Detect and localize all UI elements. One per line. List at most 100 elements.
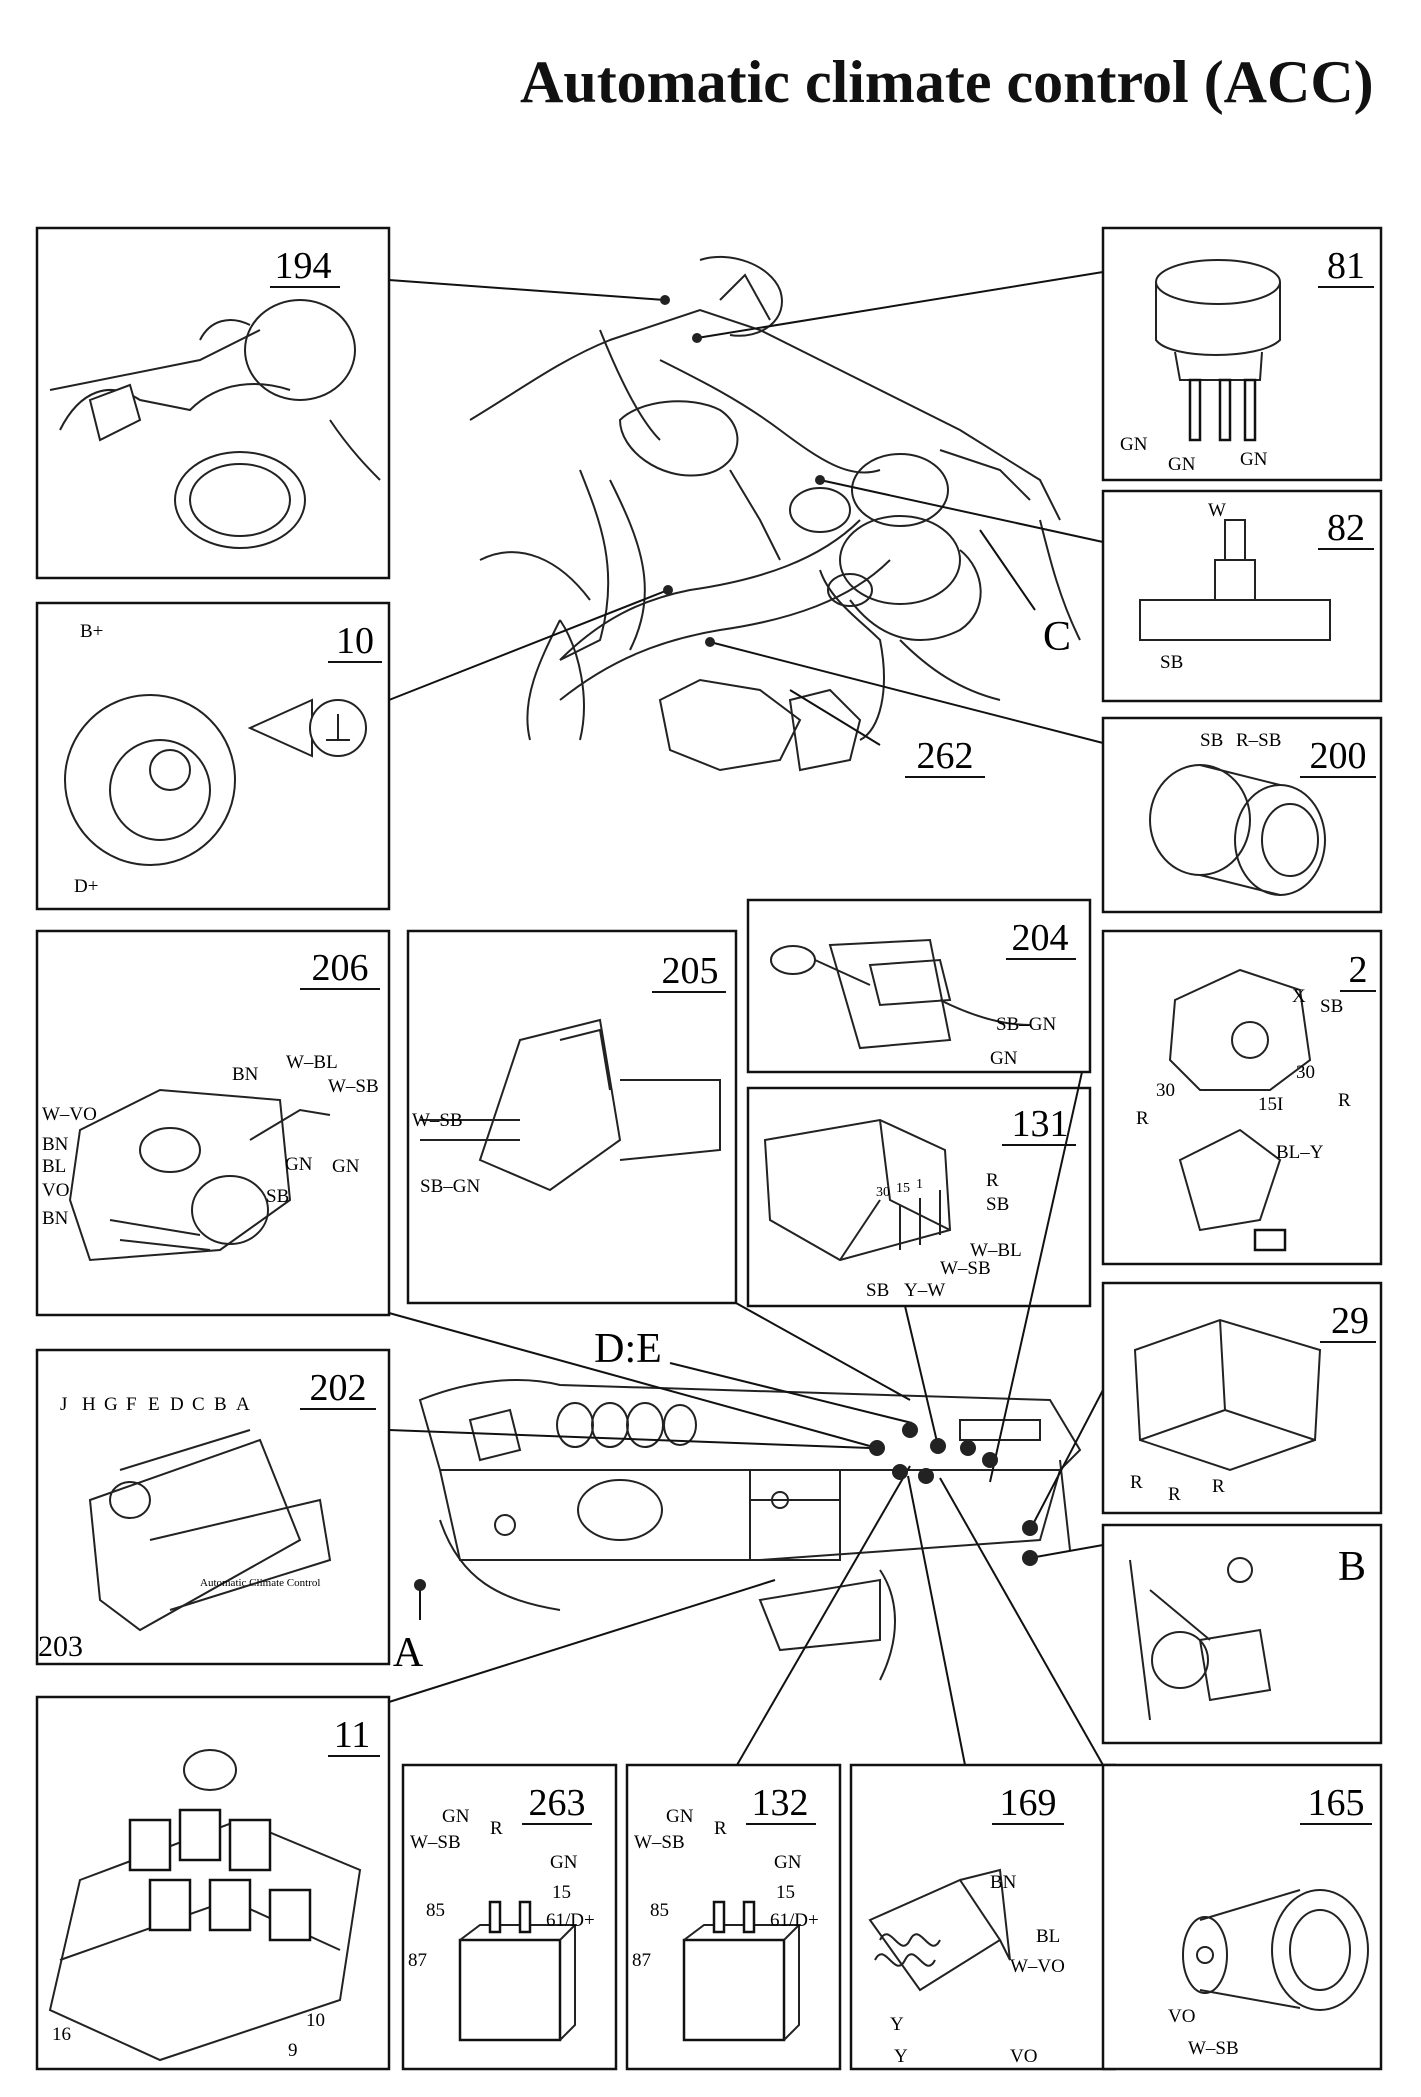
wire-label: SB — [1320, 996, 1343, 1017]
svg-text:82: 82 — [1327, 507, 1365, 549]
component-205-number: 205 — [652, 950, 726, 993]
wire-label: SB — [1200, 730, 1223, 751]
pin-label: 16 — [52, 2024, 71, 2045]
component-81-number: 81 — [1318, 245, 1374, 288]
section-de-label: D:E — [594, 1326, 662, 1372]
wire-label: BL — [42, 1156, 66, 1177]
section-b-box: B — [1101, 1523, 1383, 1745]
wire-label: W–BL — [970, 1240, 1022, 1261]
wire-label: VO — [1010, 2046, 1037, 2067]
component-205-box: 205 W–SB SB–GN — [406, 929, 738, 1305]
component-200-number: 200 — [1300, 735, 1376, 778]
wire-label: BN — [42, 1134, 69, 1155]
pin-label: J — [60, 1394, 67, 1415]
wire-label: GN — [1168, 454, 1196, 475]
wire-label: SB–GN — [996, 1014, 1056, 1035]
component-169-number: 169 — [992, 1782, 1064, 1825]
wire-label: VO — [42, 1180, 69, 1201]
component-204-box: 204 SB–GN GN — [746, 898, 1092, 1074]
wire-label: GN — [666, 1806, 694, 1827]
component-206-number: 206 — [300, 947, 380, 990]
wire-label: W–VO — [1010, 1956, 1065, 1977]
component-202-box: 202 J H G F E D C B A Automatic Climate … — [35, 1348, 391, 1666]
wire-label: GN — [1120, 434, 1148, 455]
wire-label: GN — [774, 1852, 802, 1873]
wire-label: R — [714, 1818, 727, 1839]
wire-label: R — [1168, 1484, 1181, 1505]
component-132-number: 132 — [746, 1782, 816, 1825]
dashboard-illustration — [418, 1379, 1082, 1681]
component-169-box: 169 BN BL W–VO Y Y VO — [849, 1763, 1117, 2071]
section-b-label: B — [1338, 1544, 1366, 1590]
wire-label: GN — [1240, 449, 1268, 470]
component-200-box: 200 SB R–SB — [1101, 716, 1383, 914]
svg-text:165: 165 — [1308, 1782, 1365, 1824]
pin-label: 30 — [876, 1185, 890, 1200]
wire-label: GN — [442, 1806, 470, 1827]
component-263-box: 263 GN R W–SB GN 85 15 61/D+ 87 — [401, 1763, 618, 2071]
wire-label: GN — [285, 1154, 313, 1175]
wire-label: GN — [550, 1852, 578, 1873]
wire-label: BN — [42, 1208, 69, 1229]
pin-label: 15I — [1258, 1094, 1283, 1115]
wire-label: R — [1130, 1472, 1143, 1493]
wire-label: W–SB — [634, 1832, 685, 1853]
component-165-number: 165 — [1300, 1782, 1372, 1825]
wire-label: W — [1208, 500, 1226, 521]
wire-label: SB — [1160, 652, 1183, 673]
component-29-number: 29 — [1320, 1300, 1376, 1343]
section-a-label: A — [393, 1630, 424, 1676]
component-2-box: 2 X SB 30 R 30 R 15I BL–Y — [1101, 929, 1383, 1266]
svg-text:206: 206 — [312, 947, 369, 989]
wire-label: R — [986, 1170, 999, 1191]
pin-label: C — [192, 1394, 205, 1415]
component-262-number: 262 — [905, 735, 985, 778]
svg-text:263: 263 — [529, 1782, 586, 1824]
pin-label: 15 — [552, 1882, 571, 1903]
svg-text:131: 131 — [1012, 1103, 1069, 1145]
wire-label: Y — [890, 2014, 904, 2035]
connector-dots — [414, 295, 1038, 1591]
component-202-number: 202 — [300, 1367, 376, 1410]
wire-label: GN — [990, 1048, 1018, 1069]
wire-label: X — [1292, 986, 1306, 1007]
wire-label: R — [490, 1818, 503, 1839]
wire-label: BN — [232, 1064, 259, 1085]
wire-label: GN — [332, 1156, 360, 1177]
pin-label: D — [170, 1394, 184, 1415]
wire-label: BN — [990, 1872, 1017, 1893]
svg-text:10: 10 — [336, 620, 374, 662]
wire-label: SB–GN — [420, 1176, 480, 1197]
pin-label: F — [126, 1394, 137, 1415]
pin-label: H — [82, 1394, 96, 1415]
pin-label: 85 — [426, 1900, 445, 1921]
component-10-number: 10 — [328, 620, 382, 663]
wire-label: Y–W — [904, 1280, 945, 1301]
pin-label: 15 — [776, 1882, 795, 1903]
pin-label: 15 — [896, 1181, 910, 1196]
engine-bay-illustration — [469, 255, 1081, 772]
component-2-number: 2 — [1340, 949, 1376, 992]
component-204-number: 204 — [1006, 917, 1076, 960]
component-263-number: 263 — [522, 1782, 592, 1825]
component-131-number: 131 — [1002, 1103, 1076, 1146]
svg-text:81: 81 — [1327, 245, 1365, 287]
component-11-number: 11 — [328, 1714, 380, 1757]
pin-label: 61/D+ — [546, 1910, 595, 1931]
wire-label: W–SB — [412, 1110, 463, 1131]
pin-label: 1 — [916, 1177, 923, 1192]
component-82-box: 82 W SB — [1101, 489, 1383, 703]
component-10-box: 10 B+ D+ — [35, 601, 391, 911]
wire-label: D+ — [74, 876, 98, 897]
component-194-number: 194 — [270, 245, 340, 288]
component-81-box: 81 GN GN GN — [1101, 226, 1383, 482]
component-82-number: 82 — [1318, 507, 1374, 550]
component-165-box: 165 VO W–SB — [1101, 1763, 1383, 2071]
component-132-box: 132 GN R W–SB GN 85 15 61/D+ 87 — [625, 1763, 842, 2071]
unit-nameplate: Automatic Climate Control — [200, 1577, 320, 1589]
pin-label: 87 — [408, 1950, 427, 1971]
pin-label: E — [148, 1394, 160, 1415]
pin-label: G — [104, 1394, 118, 1415]
svg-text:132: 132 — [752, 1782, 809, 1824]
svg-text:200: 200 — [1310, 735, 1367, 777]
